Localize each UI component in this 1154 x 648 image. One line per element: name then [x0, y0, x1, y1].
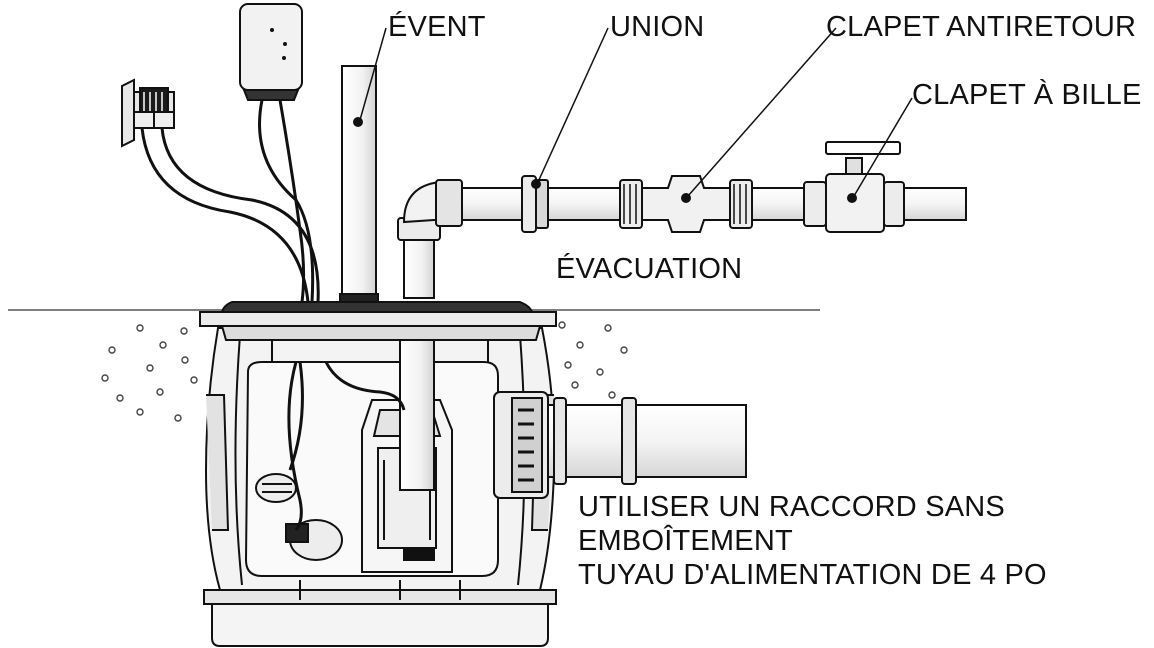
- internal-cords: [287, 361, 406, 531]
- soil-gravel: [101, 321, 628, 422]
- sump-pump: [255, 339, 453, 573]
- label-ball-valve: CLAPET À BILLE: [912, 79, 1142, 111]
- label-inlet-note-line3: TUYAU D'ALIMENTATION DE 4 PO: [578, 559, 1047, 591]
- discharge-pipe: [397, 141, 967, 299]
- label-inlet-note-line1: UTILISER UN RACCORD SANS: [578, 491, 1005, 523]
- label-vent: ÉVENT: [388, 11, 486, 43]
- leader-lines: [359, 27, 913, 197]
- label-inlet-note: UTILISER UN RACCORD SANS EMBOÎTEMENT TUY…: [578, 490, 1047, 592]
- inlet-pipe: [547, 397, 747, 485]
- label-check-valve: CLAPET ANTIRETOUR: [826, 11, 1137, 43]
- label-discharge: ÉVACUATION: [556, 253, 743, 285]
- power-cords: [140, 99, 320, 303]
- vent-pipe: [339, 65, 379, 303]
- electrical-outlet: [121, 78, 175, 148]
- label-union: UNION: [610, 11, 705, 43]
- label-inlet-note-line2: EMBOÎTEMENT: [578, 525, 793, 557]
- alarm-control-box: [239, 3, 303, 101]
